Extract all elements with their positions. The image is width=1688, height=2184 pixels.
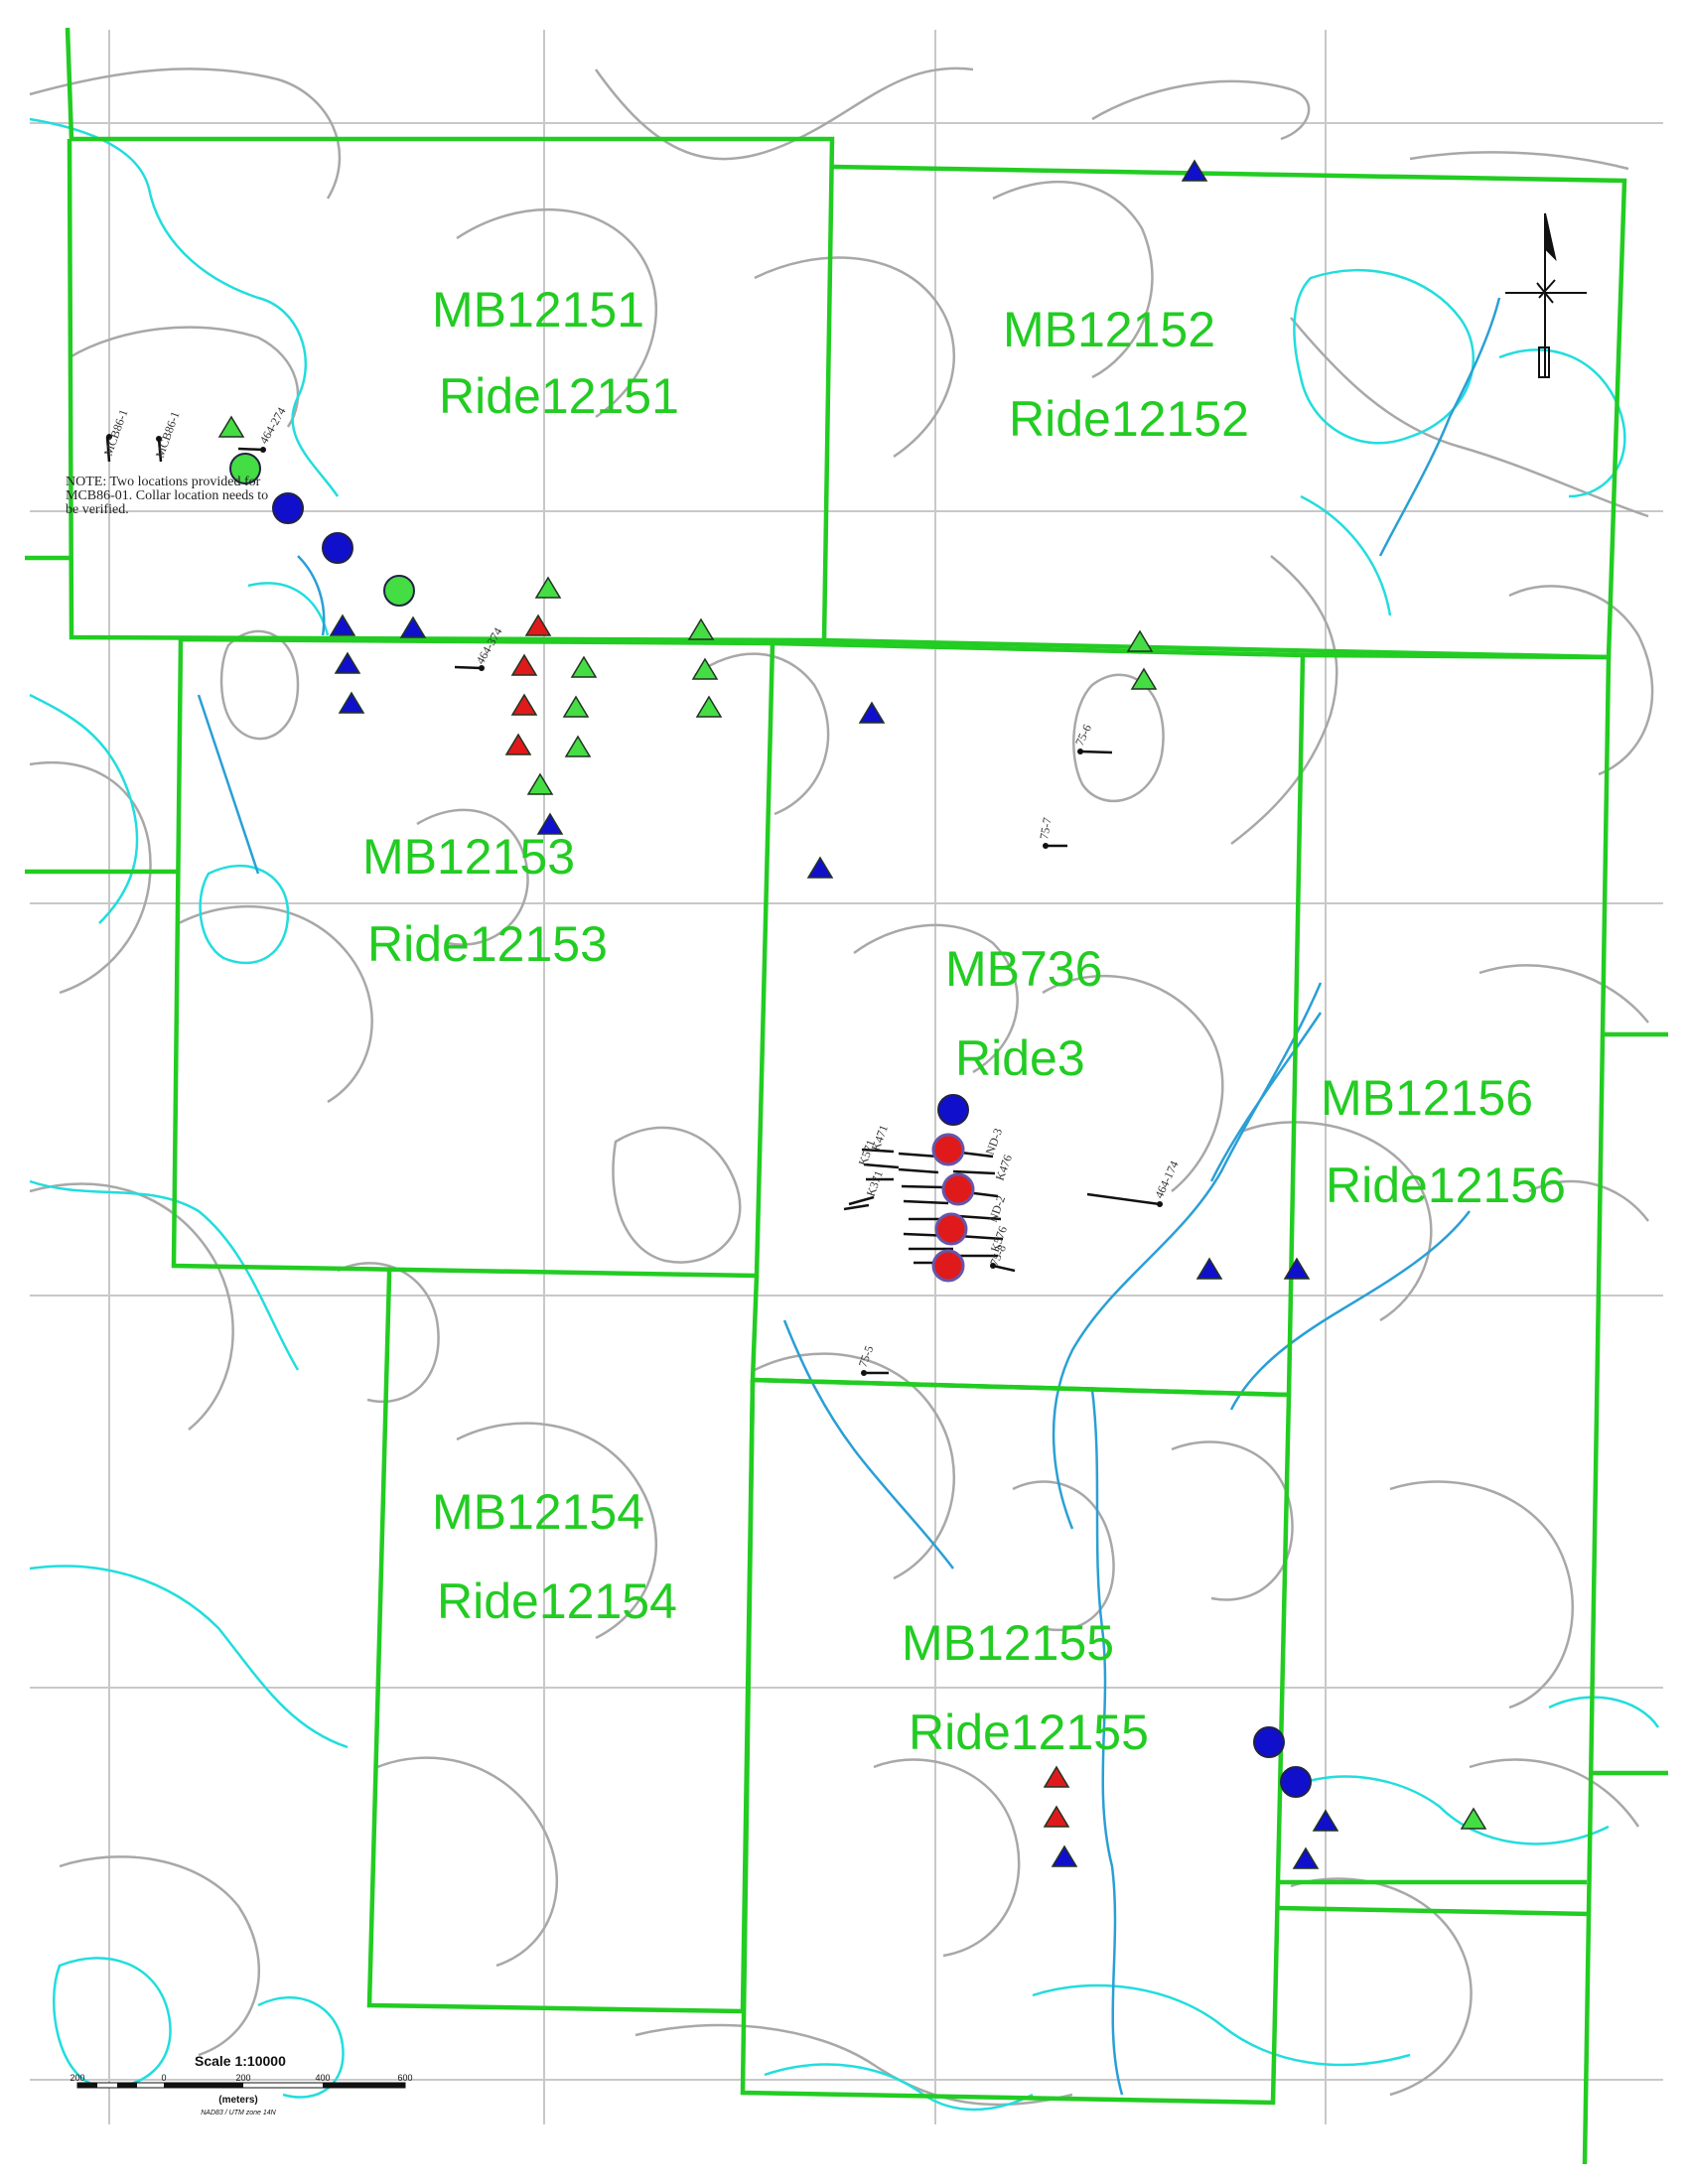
scale-datum: NAD83 / UTM zone 14N bbox=[201, 2110, 276, 2116]
marker-triangle-blue bbox=[806, 856, 834, 879]
claim-boundary-mb12154 bbox=[366, 1271, 756, 2014]
marker-triangle-green bbox=[564, 735, 592, 757]
claim-id-mb12152: MB12152 bbox=[1003, 302, 1215, 357]
drill-hole-labels: MCB86-1 MCB86-1 464-274 464-374 75-6 75-… bbox=[101, 405, 1182, 1369]
scale-tick-3: 400 bbox=[315, 2073, 330, 2083]
marker-circle-red bbox=[931, 1133, 965, 1166]
claim-boundary-mb12156 bbox=[1278, 652, 1612, 1917]
claim-id-mb12154: MB12154 bbox=[432, 1484, 644, 1540]
scale-tick-1: 0 bbox=[161, 2073, 166, 2083]
claim-ride-ride12154: Ride12154 bbox=[437, 1573, 677, 1629]
label-75-7: 75-7 bbox=[1037, 816, 1055, 840]
marker-triangle-green bbox=[570, 655, 598, 678]
label-nd-3: ND-3 bbox=[983, 1127, 1006, 1157]
scale-unit: (meters) bbox=[218, 2095, 257, 2106]
marker-triangle-blue bbox=[334, 651, 361, 674]
scale-bar: Scale 1:10000 200 0 200 400 600 (meters)… bbox=[70, 2053, 412, 2116]
marker-triangle-red bbox=[504, 733, 532, 755]
claim-boundary-mb12152 bbox=[823, 164, 1627, 660]
claim-ride-ride3: Ride3 bbox=[955, 1030, 1085, 1086]
marker-triangle-green bbox=[687, 617, 715, 640]
marker-triangle-red bbox=[1043, 1765, 1070, 1788]
claim-ride-ride12153: Ride12153 bbox=[367, 916, 608, 972]
claim-id-mb12153: MB12153 bbox=[362, 829, 575, 885]
north-arrow-icon bbox=[1505, 212, 1587, 378]
marker-triangle-red bbox=[1043, 1805, 1070, 1828]
marker-circle-blue bbox=[322, 532, 353, 564]
label-464-274: 464-274 bbox=[256, 405, 288, 447]
scale-tick-4: 600 bbox=[397, 2073, 412, 2083]
marker-triangle-blue bbox=[338, 691, 365, 714]
marker-triangle-blue bbox=[1196, 1257, 1223, 1280]
claim-labels: MB12151 Ride12151 MB12152 Ride12152 MB12… bbox=[362, 282, 1566, 1760]
marker-triangle-green bbox=[1126, 629, 1154, 652]
scale-tick-2: 200 bbox=[235, 2073, 250, 2083]
marker-triangle-green bbox=[1460, 1807, 1487, 1830]
label-75-5: 75-5 bbox=[856, 1344, 877, 1369]
marker-triangle-red bbox=[510, 693, 538, 716]
streams bbox=[197, 297, 1501, 2096]
scale-tick-0: 200 bbox=[70, 2073, 84, 2083]
marker-triangle-red bbox=[524, 614, 552, 636]
marker-triangle-green bbox=[1130, 667, 1158, 690]
marker-circle-blue bbox=[1280, 1766, 1312, 1798]
claim-boundary-mb12155 bbox=[740, 1377, 1292, 2106]
contour-lines bbox=[29, 67, 1654, 2107]
triangle-markers bbox=[217, 159, 1487, 1869]
marker-triangle-green bbox=[695, 695, 723, 718]
marker-circle-red bbox=[941, 1172, 975, 1206]
collar-note: NOTE: Two locations provided for MCB86-0… bbox=[66, 475, 268, 517]
marker-triangle-blue bbox=[536, 812, 564, 835]
marker-triangle-blue bbox=[329, 614, 356, 636]
marker-circle-red bbox=[934, 1212, 968, 1246]
scale-title: Scale 1:10000 bbox=[195, 2053, 286, 2069]
claim-ride-ride12155: Ride12155 bbox=[909, 1705, 1149, 1760]
marker-triangle-blue bbox=[399, 615, 427, 638]
marker-triangle-green bbox=[534, 576, 562, 599]
marker-triangle-blue bbox=[1312, 1809, 1339, 1832]
marker-circle-green bbox=[229, 453, 261, 484]
claim-boundaries bbox=[25, 27, 1668, 2165]
label-k476: K476 bbox=[993, 1153, 1015, 1182]
label-k371: K371 bbox=[864, 1168, 886, 1198]
marker-triangle-blue bbox=[1292, 1846, 1320, 1869]
marker-circle-blue bbox=[937, 1094, 969, 1126]
note-line-1: NOTE: Two locations provided for bbox=[66, 475, 261, 489]
claim-ride-ride12152: Ride12152 bbox=[1009, 391, 1249, 447]
claim-ride-ride12156: Ride12156 bbox=[1326, 1158, 1566, 1213]
water-features bbox=[29, 117, 1660, 2112]
claim-id-mb736: MB736 bbox=[945, 941, 1102, 997]
marker-circle-blue bbox=[272, 492, 304, 524]
marker-triangle-red bbox=[510, 653, 538, 676]
claim-id-mb12156: MB12156 bbox=[1321, 1070, 1533, 1126]
note-line-2: MCB86-01. Collar location needs to bbox=[66, 488, 268, 503]
label-464-174: 464-174 bbox=[1152, 1159, 1182, 1200]
marker-triangle-green bbox=[526, 772, 554, 795]
claim-id-mb12151: MB12151 bbox=[432, 282, 644, 338]
marker-circle-red bbox=[931, 1249, 965, 1283]
claim-boundary-mb736 bbox=[750, 640, 1306, 1398]
marker-triangle-blue bbox=[1051, 1844, 1078, 1867]
label-mcb86-b: MCB86-1 bbox=[153, 409, 183, 460]
marker-circle-green bbox=[383, 575, 415, 607]
label-nd-2: ND-2 bbox=[986, 1194, 1009, 1224]
label-464-374: 464-374 bbox=[473, 625, 504, 667]
marker-triangle-blue bbox=[1181, 159, 1208, 182]
marker-triangle-blue bbox=[1283, 1257, 1311, 1280]
marker-triangle-green bbox=[562, 695, 590, 718]
label-k571: K571 bbox=[856, 1138, 878, 1167]
claim-ride-ride12151: Ride12151 bbox=[439, 368, 679, 424]
drill-collars bbox=[106, 434, 1163, 1376]
label-mcb86-a: MCB86-1 bbox=[101, 407, 131, 458]
marker-triangle-green bbox=[217, 415, 245, 438]
marker-circle-blue bbox=[1253, 1726, 1285, 1758]
note-line-3: be verified. bbox=[66, 502, 129, 517]
circle-markers bbox=[229, 453, 1312, 1798]
marker-triangle-green bbox=[691, 657, 719, 680]
marker-triangle-blue bbox=[858, 701, 886, 724]
claim-id-mb12155: MB12155 bbox=[902, 1615, 1114, 1671]
